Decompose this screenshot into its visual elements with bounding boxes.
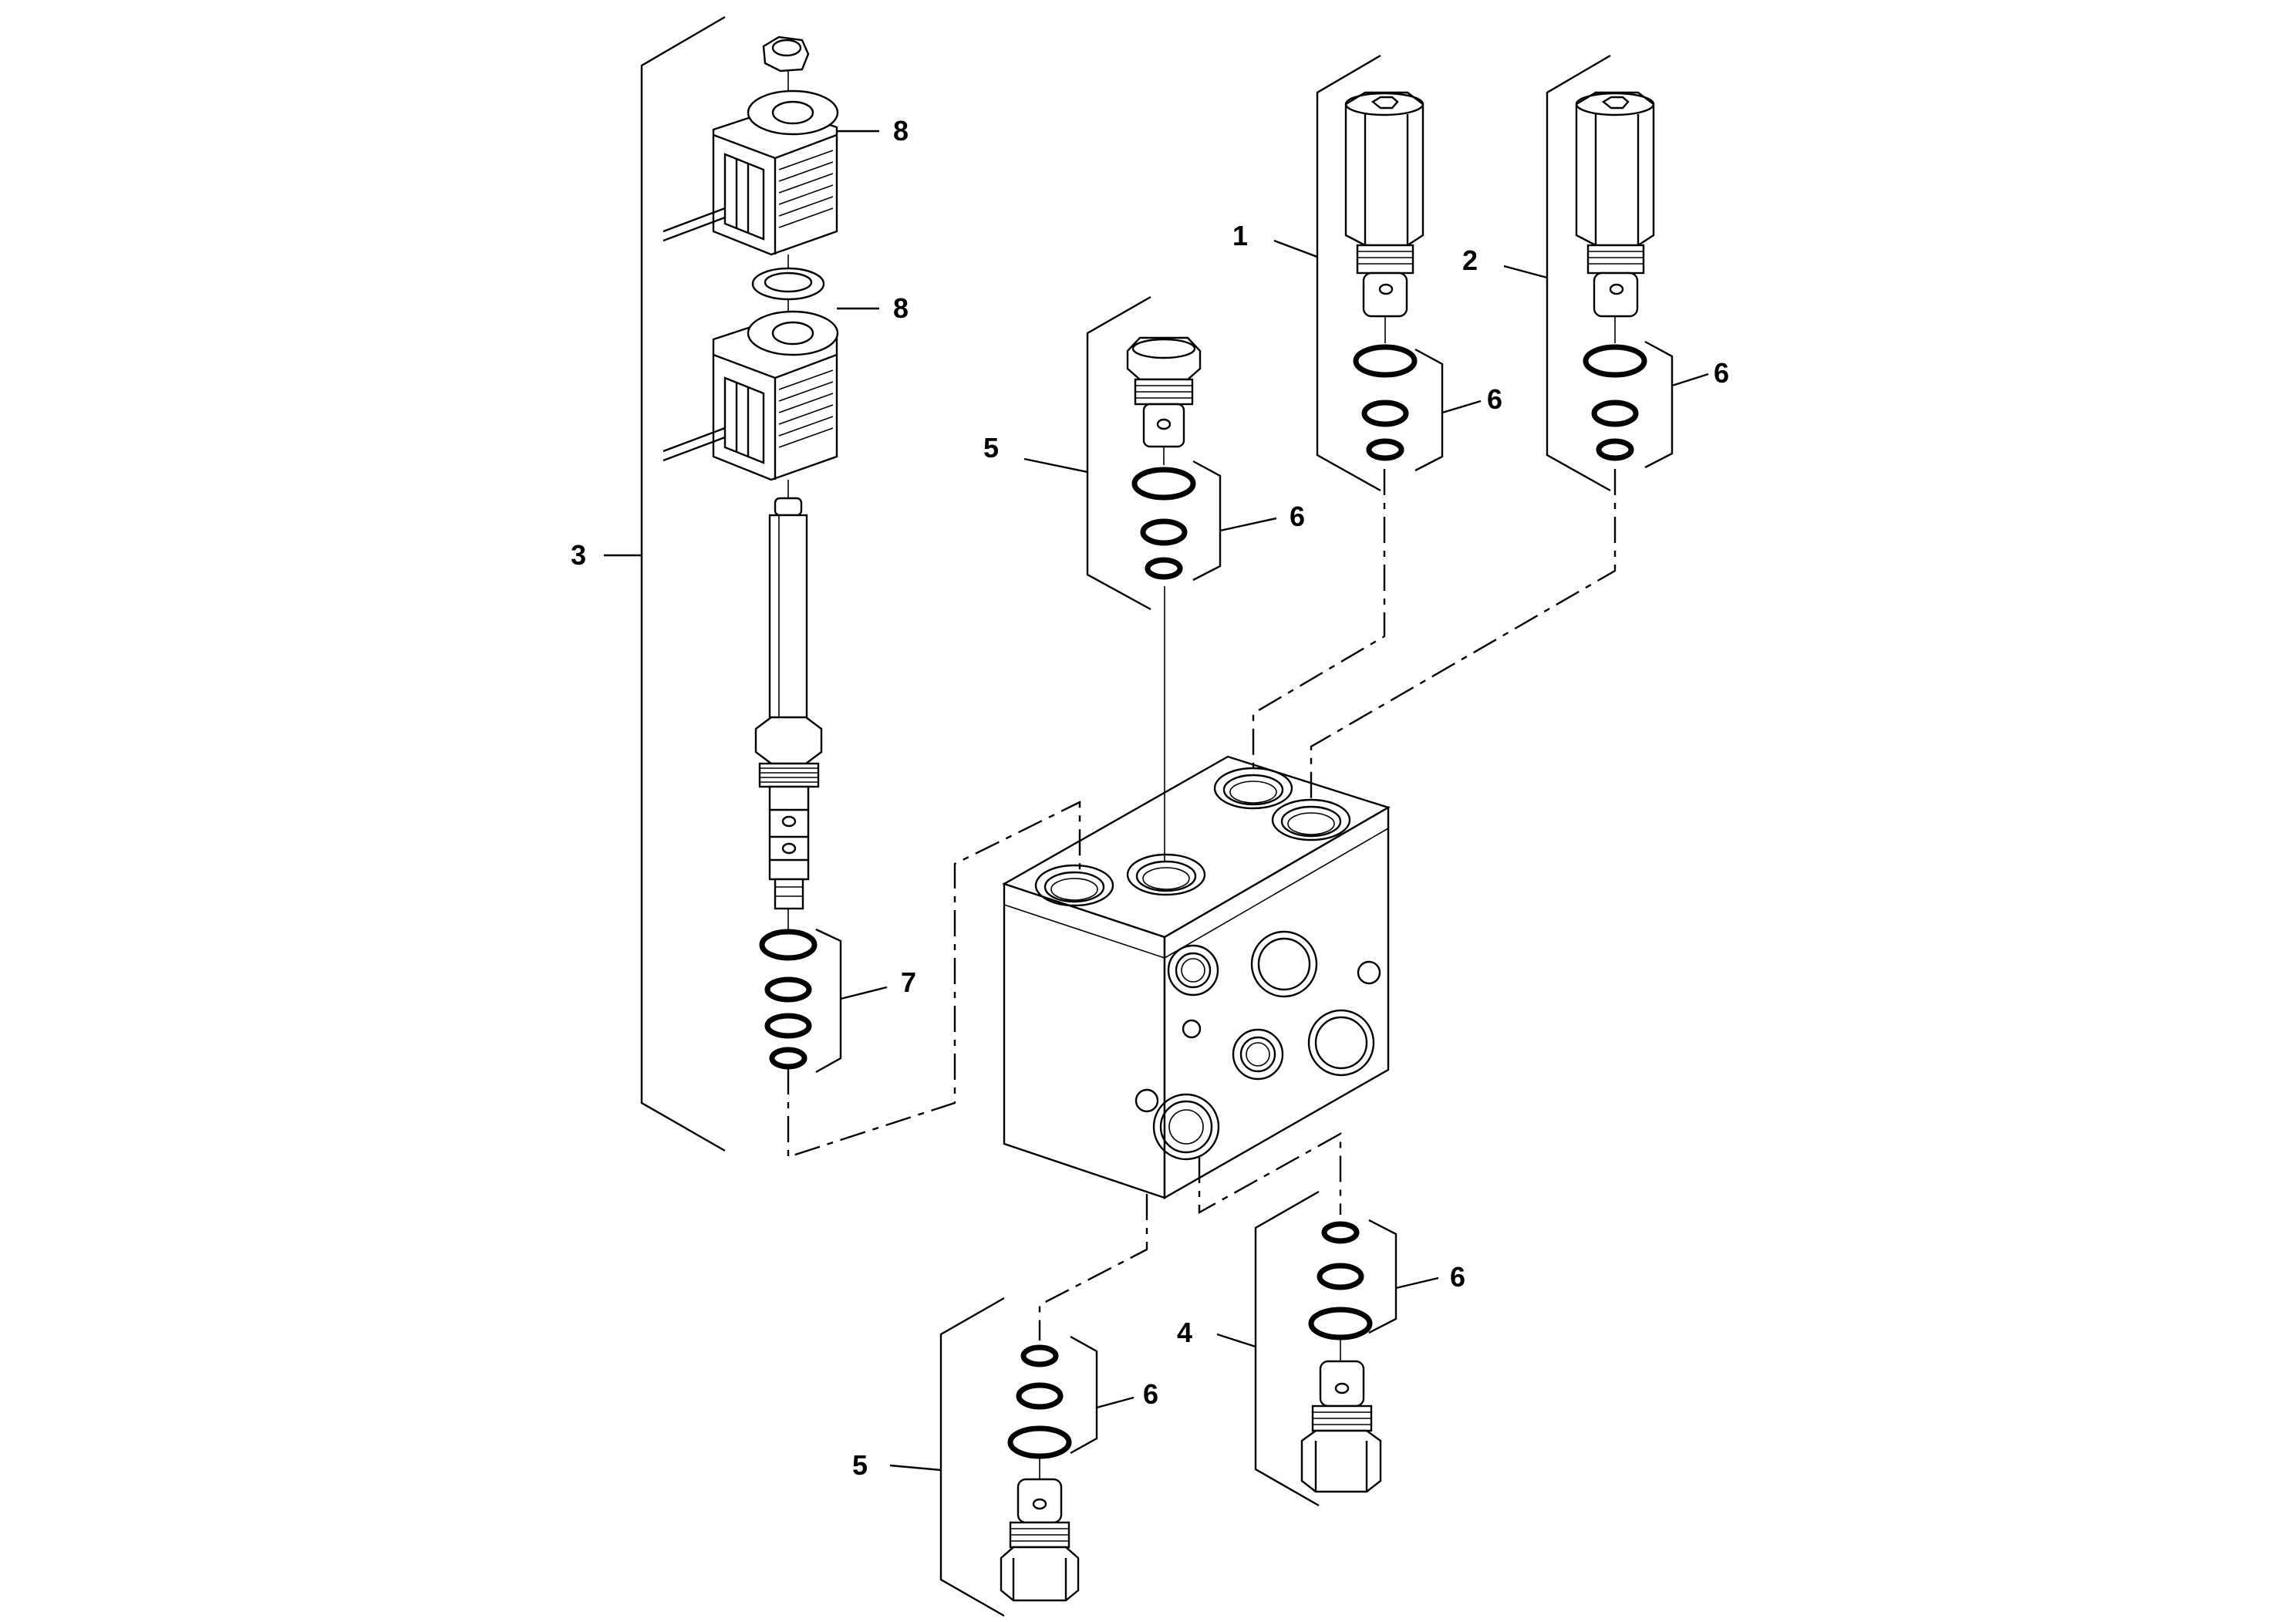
port-side-8 — [1152, 1093, 1220, 1161]
bracket-7 — [815, 928, 842, 1074]
port-side-4 — [1182, 1019, 1202, 1039]
seal-kit-6-top-center — [1131, 467, 1196, 580]
callout-8-upper: 8 — [893, 115, 909, 147]
port-top-4 — [1271, 798, 1351, 841]
callout-6-right-2: 6 — [1714, 357, 1729, 389]
callout-6-bottom-right: 6 — [1450, 1261, 1465, 1293]
callout-6-bottom-left: 6 — [1143, 1378, 1158, 1410]
callout-6-top-center: 6 — [1290, 501, 1305, 532]
bracket-1 — [1316, 54, 1381, 492]
bracket-5-top — [1086, 295, 1151, 611]
bracket-6-bottom-left — [1070, 1335, 1098, 1455]
manifold-block — [1002, 755, 1391, 1200]
port-side-5 — [1232, 1028, 1284, 1081]
callout-5-bottom: 5 — [852, 1449, 868, 1481]
cartridge-2 — [1575, 91, 1655, 461]
bracket-6-right-2 — [1644, 340, 1674, 469]
cartridge-1 — [1344, 91, 1424, 461]
bracket-4 — [1254, 1190, 1320, 1507]
port-side-6 — [1307, 1009, 1375, 1077]
callout-6-right-1: 6 — [1487, 383, 1502, 415]
solenoid-coil-lower — [663, 310, 839, 481]
dashed-path-1 — [1252, 469, 1386, 771]
seal-kit-6-right-2 — [1583, 344, 1647, 461]
dashed-path-solenoid — [787, 801, 1081, 1158]
seal-kit-6-right-1 — [1353, 344, 1418, 461]
seal-kit-7 — [759, 929, 818, 1070]
callout-5-top: 5 — [983, 432, 999, 464]
manifold-side-ports — [1135, 930, 1381, 1161]
cartridge-5-top — [1126, 336, 1202, 580]
callout-4: 4 — [1177, 1317, 1192, 1348]
port-top-1 — [1034, 864, 1114, 907]
callout-2: 2 — [1462, 244, 1478, 276]
seal-kit-6-bottom-left — [1007, 1344, 1072, 1459]
coil-nut — [762, 35, 810, 73]
bracket-6-top-center — [1192, 460, 1222, 582]
bracket-6-right-1 — [1414, 348, 1444, 472]
dashed-path-5-bottom — [1038, 1194, 1148, 1340]
bracket-2 — [1546, 54, 1611, 492]
port-top-2 — [1126, 853, 1206, 896]
dashed-path-2 — [1310, 469, 1617, 802]
port-side-1 — [1167, 944, 1219, 996]
cartridge-4 — [1300, 1221, 1382, 1493]
bracket-5-bottom — [939, 1297, 1005, 1617]
port-side-2 — [1250, 930, 1318, 998]
cartridge-5-bottom — [1000, 1344, 1080, 1602]
bracket-6-bottom-right — [1368, 1219, 1397, 1334]
solenoid-valve-assembly — [663, 35, 839, 1070]
callout-7: 7 — [901, 966, 916, 998]
port-side-3 — [1357, 960, 1381, 985]
callout-8-lower: 8 — [893, 292, 909, 324]
leader-lines — [604, 130, 1709, 1472]
coil-spacer-ring — [751, 267, 825, 301]
manifold-top-ports — [1034, 767, 1351, 907]
port-side-7 — [1135, 1088, 1159, 1113]
callout-1: 1 — [1232, 220, 1248, 251]
valve-stem-cartridge — [754, 497, 823, 910]
dashed-path-4 — [1198, 1131, 1342, 1215]
bracket-3 — [640, 15, 726, 1152]
seal-kit-6-bottom-right — [1308, 1221, 1373, 1340]
solenoid-coil-upper — [663, 89, 839, 256]
callout-labels: 8 8 3 5 6 1 6 2 6 7 4 6 5 6 — [571, 115, 1729, 1481]
callout-3: 3 — [571, 539, 586, 571]
